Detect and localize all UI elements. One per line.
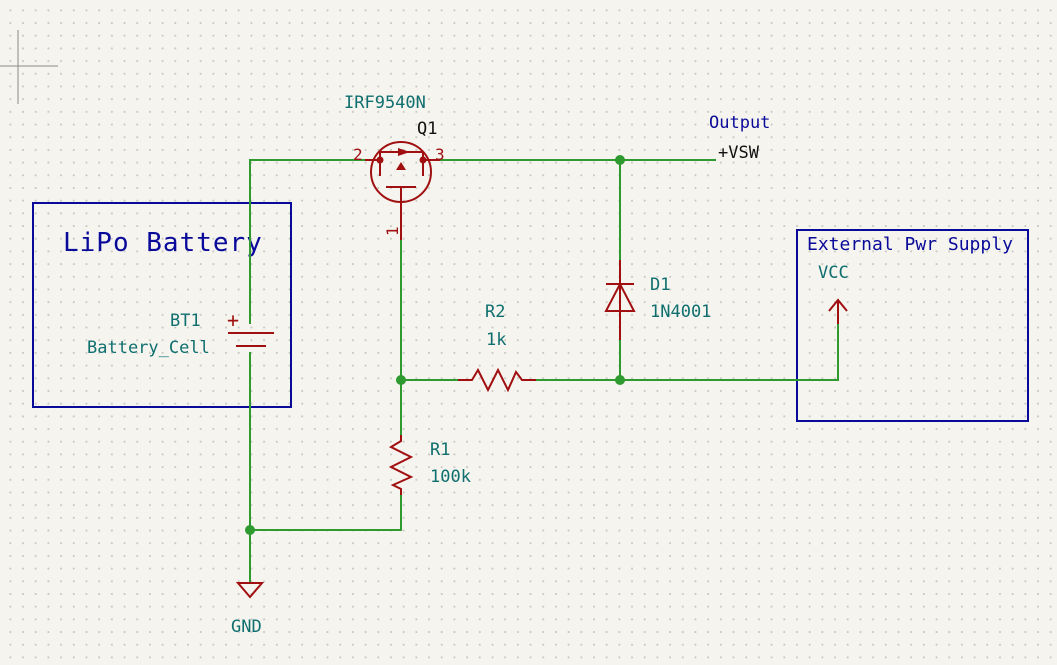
battery-block-title: LiPo Battery [63, 228, 263, 258]
battery-block-frame[interactable] [32, 202, 292, 408]
q1-pin-drain: 2 [353, 145, 363, 164]
wire-r2-to-vcc[interactable] [536, 300, 839, 381]
junction-gate [396, 375, 406, 385]
r2-value-label: 1k [486, 330, 506, 350]
vcc-net-label: VCC [818, 263, 849, 283]
vcc-power-symbol[interactable] [828, 298, 848, 324]
gnd-net-label: GND [231, 617, 262, 637]
external-supply-block-frame[interactable] [796, 229, 1029, 422]
q1-pin-source: 3 [435, 145, 445, 164]
d1-ref-label: D1 [650, 275, 670, 295]
r1-ref-label: R1 [430, 440, 450, 460]
bt1-value-label: Battery_Cell [87, 338, 210, 358]
external-supply-block-title: External Pwr Supply [807, 234, 1013, 255]
q1-ref-label: Q1 [417, 119, 437, 139]
r1-resistor-symbol[interactable] [388, 435, 414, 495]
q1-value-label: IRF9540N [344, 93, 426, 113]
bt1-plus-mark: + [227, 308, 239, 332]
r2-resistor-symbol[interactable] [458, 367, 536, 393]
wire-battery-to-drain[interactable] [249, 159, 365, 324]
gnd-symbol[interactable] [235, 582, 265, 599]
bt1-ref-label: BT1 [170, 311, 201, 331]
wire-gnd-to-r1[interactable] [250, 495, 402, 531]
d1-diode-symbol[interactable] [604, 260, 636, 340]
junction-output [615, 155, 625, 165]
junction-vcc [615, 375, 625, 385]
r1-value-label: 100k [430, 467, 471, 487]
r2-ref-label: R2 [485, 302, 505, 322]
q1-pin-gate: 1 [383, 226, 402, 236]
d1-value-label: 1N4001 [650, 302, 711, 322]
q1-mosfet-symbol[interactable] [365, 141, 440, 240]
bt1-battery-symbol[interactable] [228, 332, 274, 347]
junction-gnd [245, 525, 255, 535]
output-net-label: Output [709, 113, 770, 133]
cursor-crosshair [0, 30, 58, 104]
wires[interactable] [249, 159, 839, 582]
vsw-power-label: +VSW [718, 143, 760, 163]
